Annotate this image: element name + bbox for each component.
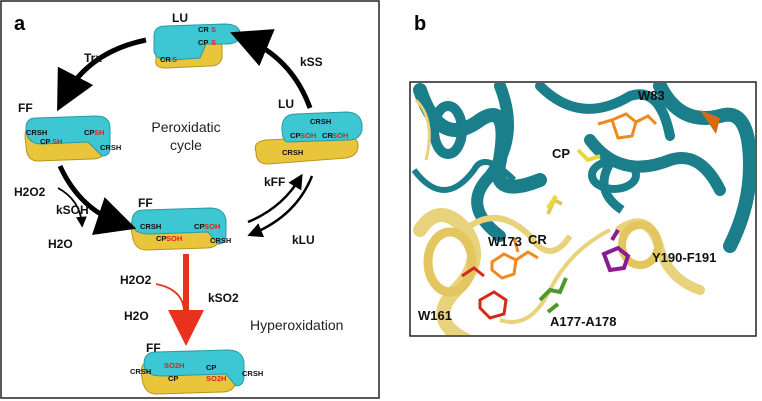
svg-text:CR: CR [198,25,209,34]
sidechain-a177 [538,277,568,314]
svg-text:CP: CP [84,128,94,137]
svg-text:SOH: SOH [166,234,182,243]
arrow-ksoh-label: kSOH [56,203,89,217]
svg-text:S: S [211,25,216,34]
h2o2-1: H2O2 [14,185,46,199]
state-ff-center-label: FF [138,196,153,210]
panel-a-letter: a [14,13,26,35]
svg-text:S: S [211,38,216,47]
sidechain-y190 [601,228,631,273]
label-cp: CP [552,146,570,161]
hyperoxidation-label: Hyperoxidation [250,317,343,333]
svg-text:CP: CP [40,137,50,146]
svg-text:SOH: SOH [332,131,348,140]
label-y190-f191: Y190-F191 [652,250,716,265]
state-lu-top-label: LU [172,11,188,25]
svg-text:S: S [172,55,177,64]
svg-text:CP: CP [198,38,208,47]
arrow-kss-label: kSS [300,55,323,69]
svg-text:CRSH: CRSH [282,148,303,157]
sidechain-cp [576,148,601,163]
svg-text:SOH: SOH [204,222,220,231]
state-ff-left-label: FF [18,101,33,115]
svg-text:SOH: SOH [300,131,316,140]
arrow-kso2-side [155,283,185,317]
arrow-kff-label: kFF [264,175,285,189]
state-lu-right-label: LU [278,97,294,111]
arrow-trx-label: Trx [84,51,102,65]
svg-text:CRSH: CRSH [310,117,331,126]
svg-text:CP: CP [168,374,178,383]
label-w161: W161 [418,308,452,323]
svg-text:CP: CP [206,363,216,372]
cycle-arrows: Trx kSS kFF kLU H2O2 kSOH H2O H2O2 kSO2 … [14,29,343,346]
label-w83: W83 [638,88,665,103]
panel-a: a Peroxidatic cycle LU CR S CP S CR S FF… [0,0,380,399]
svg-text:CRSH: CRSH [210,236,231,245]
sidechain-cr [546,194,558,210]
sidechain-w161 [461,266,508,320]
svg-text:CP: CP [194,222,204,231]
label-a177-a178: A177-A178 [550,314,617,329]
arrow-ksoh [57,187,87,228]
svg-text:CRSH: CRSH [140,222,161,231]
svg-text:CRSH: CRSH [100,143,121,152]
state-lu-right: LU CRSH CP SOH CR SOH CRSH [254,97,363,165]
arrow-klu [247,175,314,238]
arrow-kso2-label: kSO2 [208,291,239,305]
svg-text:SO2H: SO2H [164,361,184,370]
arrow-klu-label: kLU [292,233,315,247]
arrow-trx [57,37,147,112]
svg-text:SO2H: SO2H [206,374,226,383]
cycle-label-line2: cycle [170,137,202,153]
sidechain-w83 [597,112,658,140]
state-ff-left: FF CRSH CP SH CP SH CRSH [18,101,121,162]
h2o2-2: H2O2 [120,273,152,287]
state-ff-center: FF CRSH CP SOH CP SOH CRSH [130,196,231,251]
state-ff-bottom: FF CRSH SO2H CP CP SO2H CRSH [130,341,263,395]
panel-b: b [409,13,757,337]
label-cr: CR [528,232,547,247]
svg-text:CR: CR [322,131,333,140]
protein-structure [411,83,755,335]
svg-text:CRSH: CRSH [130,367,151,376]
h2o-2: H2O [124,309,149,323]
sidechain-w173 [490,237,539,280]
svg-text:SH: SH [94,128,104,137]
cycle-label-line1: Peroxidatic [151,119,220,135]
arrow-ff-to-center [57,164,137,236]
arrow-kff [247,173,303,224]
panel-b-letter: b [414,13,426,35]
state-lu-top: LU CR S CP S CR S [153,11,241,69]
label-w173: W173 [488,234,522,249]
svg-text:CRSH: CRSH [242,369,263,378]
arrow-kss [230,29,313,109]
svg-text:SH: SH [52,137,62,146]
h2o-1: H2O [48,237,73,251]
svg-text:CP: CP [156,234,166,243]
svg-text:CRSH: CRSH [26,128,47,137]
svg-text:CR: CR [160,55,171,64]
svg-text:CP: CP [290,131,300,140]
